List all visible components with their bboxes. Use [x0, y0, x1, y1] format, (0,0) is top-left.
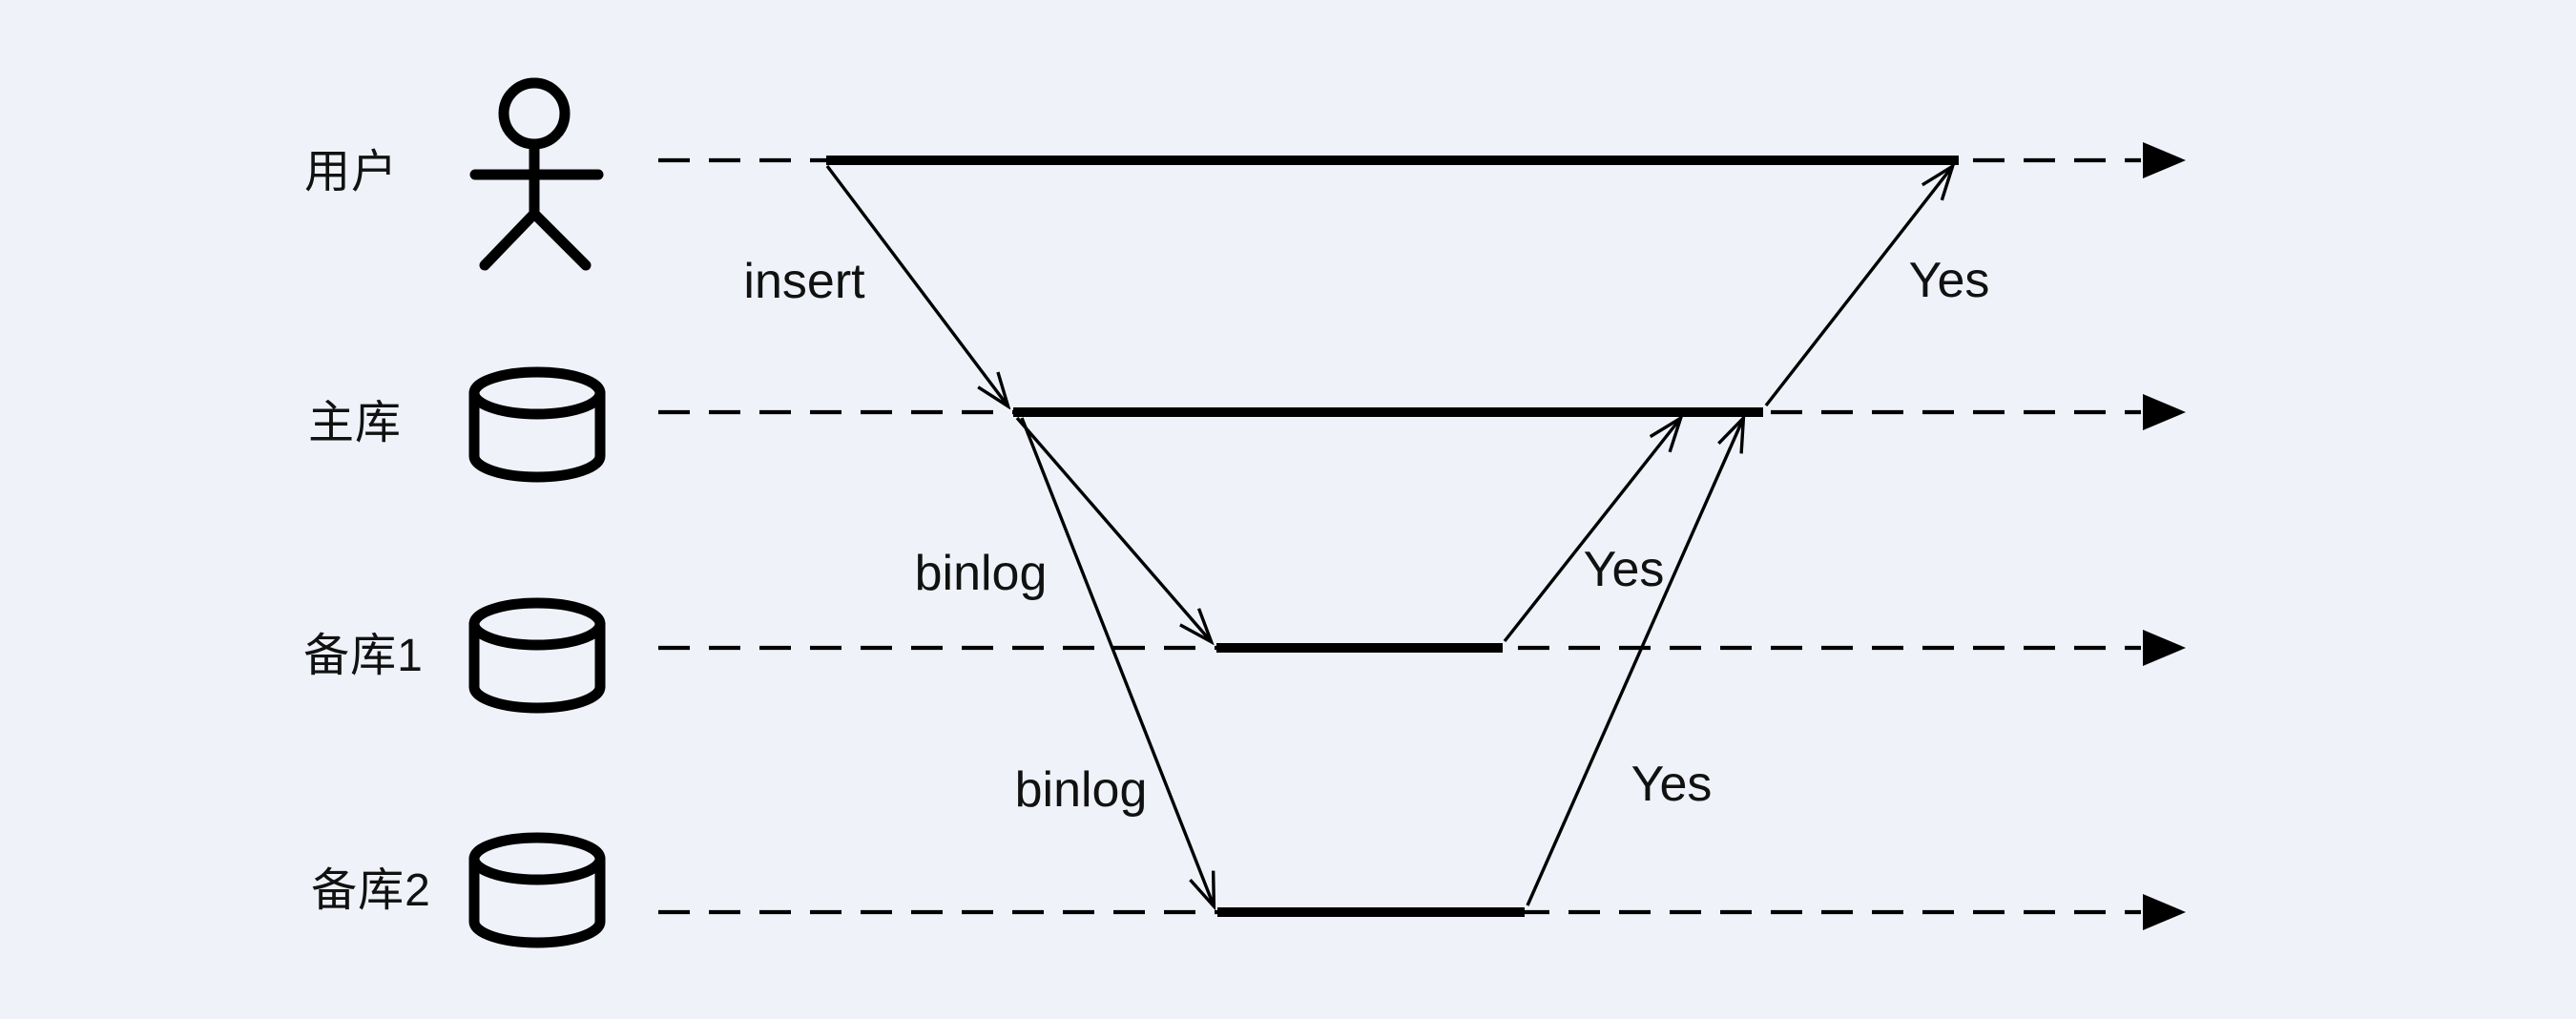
message-label-binlog-2: binlog	[1014, 762, 1148, 818]
message-label-yes-3: Yes	[1908, 253, 1990, 308]
arrow-binlog-1	[1015, 416, 1211, 641]
timeline-arrowhead-user	[2143, 142, 2186, 178]
message-label-binlog-1: binlog	[914, 546, 1048, 601]
message-label-insert: insert	[743, 254, 865, 309]
database-icon-primary	[468, 366, 606, 483]
actor-label-backup2: 备库2	[311, 865, 431, 916]
message-label-yes-1: Yes	[1583, 542, 1665, 597]
person-icon	[469, 77, 604, 271]
arrow-binlog-2	[1020, 417, 1214, 905]
timeline-arrowhead-primary	[2143, 394, 2186, 430]
arrow-yes-2	[1526, 419, 1743, 906]
actor-label-user: 用户	[303, 147, 399, 198]
database-icon-backup1	[468, 597, 606, 714]
timeline-arrowhead-backup2	[2143, 894, 2186, 930]
actor-label-backup1: 备库1	[303, 631, 424, 681]
database-icon-backup2	[468, 832, 606, 948]
timeline-arrowhead-backup1	[2143, 630, 2186, 666]
arrow-yes-1	[1503, 419, 1680, 643]
actor-label-primary: 主库	[307, 398, 403, 448]
arrow-yes-3	[1764, 167, 1952, 407]
arrow-insert	[825, 164, 1008, 406]
message-label-yes-2: Yes	[1631, 757, 1713, 812]
